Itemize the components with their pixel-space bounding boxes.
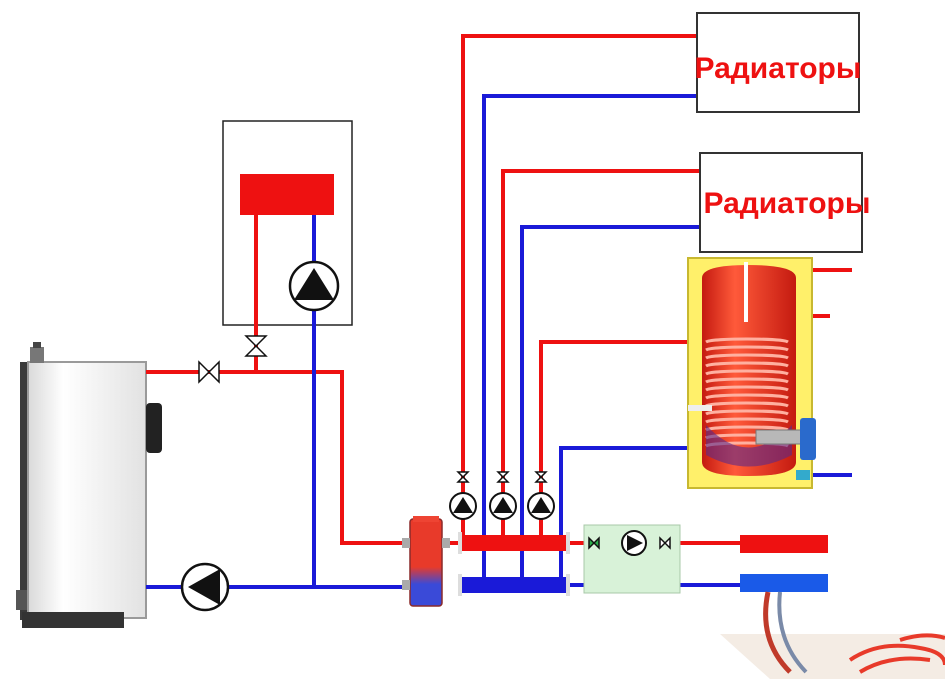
pump-icon	[180, 260, 647, 612]
radiator-box-1: Радиаторы	[694, 12, 862, 113]
radiator-label-1: Радиаторы	[694, 52, 861, 85]
radiator-label-2: Радиаторы	[703, 187, 870, 220]
hot-pipes	[146, 34, 852, 545]
water-heater-icon	[687, 257, 816, 489]
manifold-icon	[458, 532, 570, 596]
underfloor-heating-icon	[720, 535, 945, 679]
radiator-box-2: Радиаторы	[699, 152, 871, 253]
valve-icon	[198, 335, 671, 550]
boiler-icon	[16, 342, 162, 628]
hydraulic-separator-icon	[402, 516, 450, 607]
